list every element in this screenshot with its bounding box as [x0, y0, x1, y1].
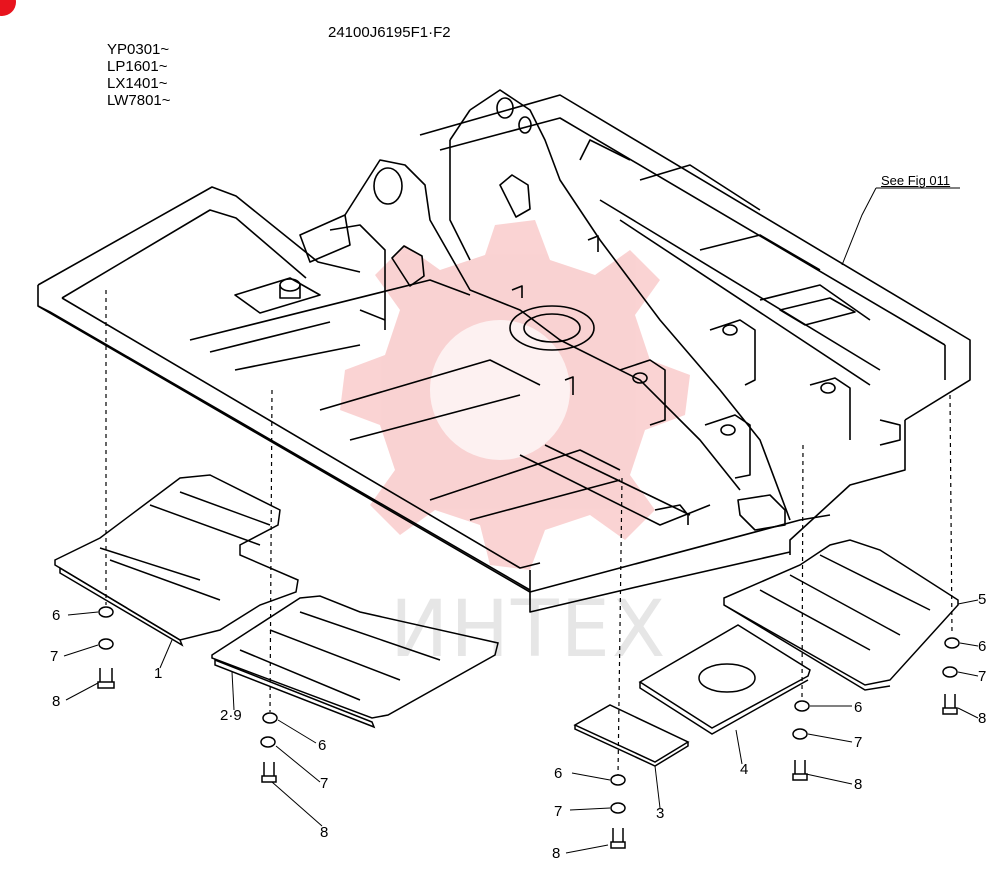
callout-6: 6 [854, 699, 863, 716]
callout-6: 6 [318, 737, 327, 754]
hardware-stack-3 [610, 774, 626, 849]
diagram-code: 24100J6195F1·F2 [328, 24, 451, 41]
callout-1: 1 [154, 665, 163, 682]
callout-6: 6 [52, 607, 61, 624]
hardware-stack-2 [260, 712, 278, 783]
callout-8: 8 [320, 824, 329, 841]
cover-plate-2-9 [211, 595, 499, 729]
watermark-gear-icon [340, 220, 690, 570]
callout-5: 5 [978, 591, 987, 608]
cover-plate-3 [573, 704, 690, 767]
cover-plate-4 [638, 624, 811, 735]
callout-4: 4 [740, 761, 749, 778]
callout-7: 7 [554, 803, 563, 820]
serial-range-2: LP1601~ [107, 58, 168, 75]
callout-7: 7 [978, 668, 987, 685]
callout-3: 3 [656, 805, 665, 822]
callout-7: 7 [854, 734, 863, 751]
callout-6: 6 [554, 765, 563, 782]
cover-plate-5 [723, 539, 959, 691]
callout-8: 8 [854, 776, 863, 793]
callout-8: 8 [552, 845, 561, 862]
serial-range-4: LW7801~ [107, 92, 171, 109]
callout-8: 8 [52, 693, 61, 710]
serial-range-3: LX1401~ [107, 75, 168, 92]
callout-7: 7 [320, 775, 329, 792]
callout-7: 7 [50, 648, 59, 665]
boom-bracket-left [344, 159, 741, 491]
frame-left-rail [37, 186, 361, 286]
see-fig-reference: See Fig 011 [881, 173, 951, 188]
hardware-stack-5 [942, 637, 960, 715]
callout-6: 6 [978, 638, 987, 655]
hardware-stack-1 [97, 606, 115, 689]
boom-bracket-right [469, 89, 791, 521]
callout-2-9: 2·9 [220, 707, 242, 724]
cover-plate-1 [54, 474, 299, 647]
hardware-stack-4 [792, 700, 810, 781]
corner-badge-icon [0, 0, 16, 16]
serial-range-1: YP0301~ [107, 41, 170, 58]
callout-8: 8 [978, 710, 987, 727]
